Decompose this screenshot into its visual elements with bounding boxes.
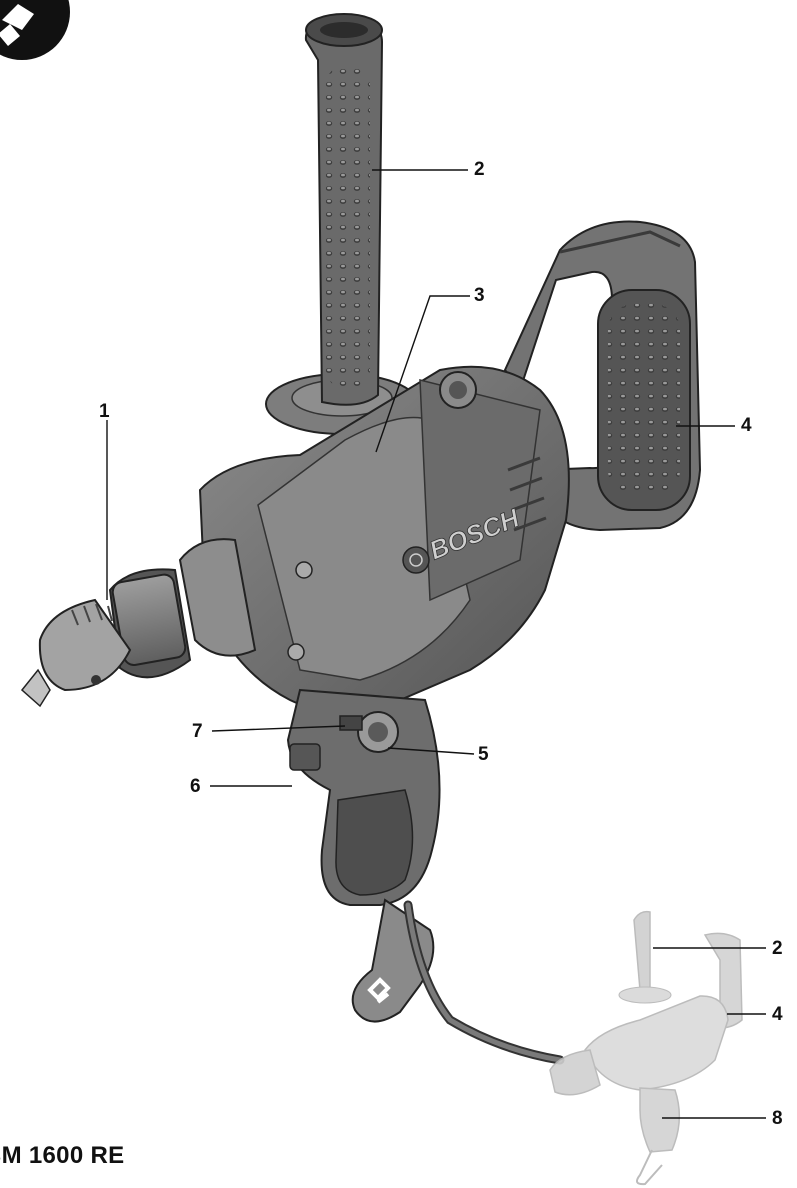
drill-illustration: BOSCH (20, 13, 702, 1065)
manual-corner-icon (0, 0, 70, 60)
inset-callout-8: 8 (772, 1108, 783, 1129)
main-leader-lines (106, 169, 735, 787)
callout-1: 1 (99, 401, 110, 422)
callout-7: 7 (192, 721, 203, 742)
inset-callout-4: 4 (772, 1004, 783, 1025)
drill-chuck-shape (20, 568, 192, 708)
rear-handle-shape (503, 220, 702, 532)
drill-body-shape: BOSCH (178, 365, 570, 711)
auxiliary-handle-shape (265, 13, 419, 435)
callout-4: 4 (741, 415, 752, 436)
inset-leader-lines (653, 947, 766, 1119)
callout-3: 3 (474, 285, 485, 306)
inset-callout-2: 2 (772, 938, 783, 959)
pistol-grip-shape (286, 688, 565, 1065)
callout-6: 6 (190, 776, 201, 797)
callout-5: 5 (478, 744, 489, 765)
callout-2: 2 (474, 159, 485, 180)
model-title: BM 1600 RE (0, 1142, 125, 1169)
inset-drill-illustration (549, 910, 743, 1186)
